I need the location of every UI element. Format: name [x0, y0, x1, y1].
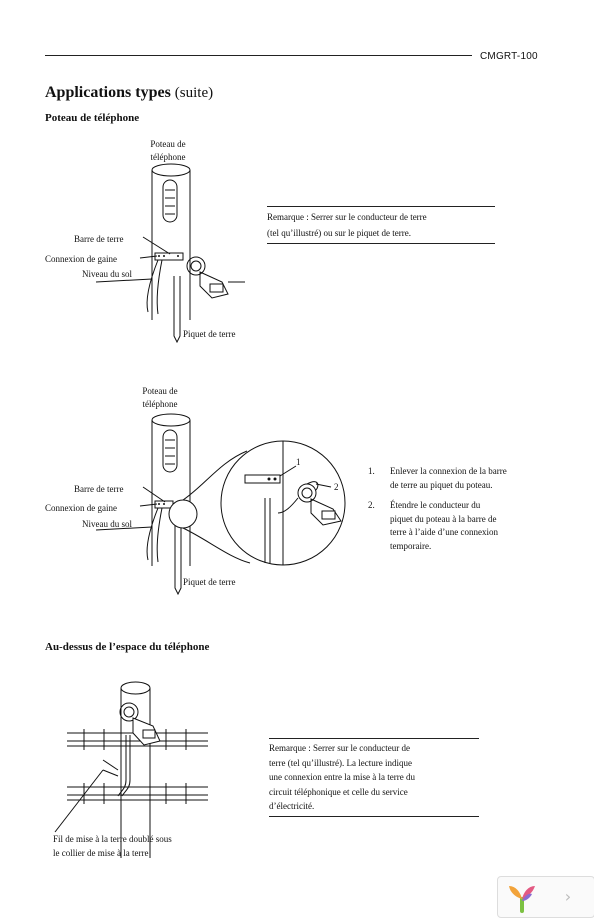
fig2-pole-label-line2: téléphone	[142, 399, 178, 409]
fig1-ground-bar-label: Barre de terre	[74, 234, 124, 244]
step-2-line2: piquet du poteau à la barre de	[390, 513, 497, 524]
step-2-line1: Étendre le conducteur du	[390, 500, 481, 510]
figure-1-sheath-wire	[146, 259, 159, 313]
fig2-ground-level-label: Niveau du sol	[82, 519, 132, 529]
fig1-ground-level-label: Niveau du sol	[82, 269, 132, 279]
page-title-suffix: (suite)	[174, 85, 214, 101]
note-2-line5: d’électricité.	[269, 801, 315, 811]
figure-1-clamp-meter	[186, 256, 245, 299]
fig3-caption: Fil de mise à la terre doublé sous le co…	[53, 832, 172, 860]
fig1-sheath-connection-label: Connexion de gaine	[45, 254, 117, 264]
step-1-number: 1.	[368, 466, 375, 476]
fig1-pole-label: Poteau de téléphone	[148, 138, 188, 164]
page-title-main: Applications types	[45, 84, 171, 101]
figure-2-zoom-marker	[168, 499, 198, 529]
section-heading-telephone-pole: Poteau de téléphone	[45, 112, 140, 124]
fig3-caption-line1: Fil de mise à la terre doublé sous	[53, 834, 172, 844]
fig2-callout-2: 2	[334, 482, 339, 492]
note-2-line1: Remarque : Serrer sur le conducteur de	[269, 743, 410, 753]
note-2-line4: circuit téléphonique et celle du service	[269, 786, 408, 797]
viewer-widget	[497, 876, 594, 918]
figure-3-clamp-meter	[119, 702, 161, 746]
fig2-pole-label: Poteau de téléphone	[140, 385, 180, 411]
note-2-line2: terre (tel qu’illustré). La lecture indi…	[269, 757, 412, 768]
note-2: Remarque : Serrer sur le conducteur de t…	[269, 738, 479, 817]
step-2: 2. Étendre le conducteur du piquet du po…	[368, 499, 545, 553]
step-2-line3: terre à l’aide d’une connexion	[390, 527, 498, 537]
fig3-caption-line2: le collier de mise à la terre	[53, 848, 149, 858]
figure-1-pole	[151, 163, 191, 320]
step-2-line4: temporaire.	[390, 540, 432, 551]
figure-3-ground-wire	[117, 735, 127, 797]
note-1: Remarque : Serrer sur le conducteur de t…	[267, 206, 495, 244]
procedure-steps: 1. Enlever la connexion de la barre de t…	[368, 465, 545, 560]
viewer-logo-icon	[509, 886, 535, 913]
step-1: 1. Enlever la connexion de la barre de t…	[368, 465, 545, 492]
figure-3-lower-cable	[67, 783, 208, 804]
step-1-line2: de terre au piquet du poteau.	[390, 479, 493, 490]
document-code: CMGRT-100	[480, 51, 538, 62]
next-page-button[interactable]: ›	[564, 886, 572, 906]
fig1-ground-rod-label: Piquet de terre	[183, 329, 236, 339]
note-1-line1: Remarque : Serrer sur le conducteur de t…	[267, 212, 427, 222]
fig2-pole-label-line1: Poteau de	[142, 386, 178, 396]
section-heading-above-telephone-space: Au-dessus de l’espace du téléphone	[45, 641, 210, 653]
header-rule	[45, 55, 472, 56]
step-1-line1: Enlever la connexion de la barre	[390, 466, 507, 476]
fig2-ground-bar-label: Barre de terre	[74, 484, 124, 494]
step-2-number: 2.	[368, 500, 375, 510]
fig2-ground-rod-label: Piquet de terre	[183, 577, 236, 587]
page-title: Applications types (suite)	[45, 84, 213, 102]
note-1-line2: (tel qu’illustré) ou sur le piquet de te…	[267, 228, 411, 238]
fig2-callout-1: 1	[296, 457, 301, 467]
fig2-sheath-connection-label: Connexion de gaine	[45, 503, 117, 513]
figure-1-ground-rod	[173, 276, 181, 344]
fig1-pole-label-line2: téléphone	[150, 152, 186, 162]
note-2-line3: une connexion entre la mise à la terre d…	[269, 772, 415, 782]
figure-2-detail-circle	[220, 440, 346, 566]
fig1-pole-label-line1: Poteau de	[150, 139, 186, 149]
